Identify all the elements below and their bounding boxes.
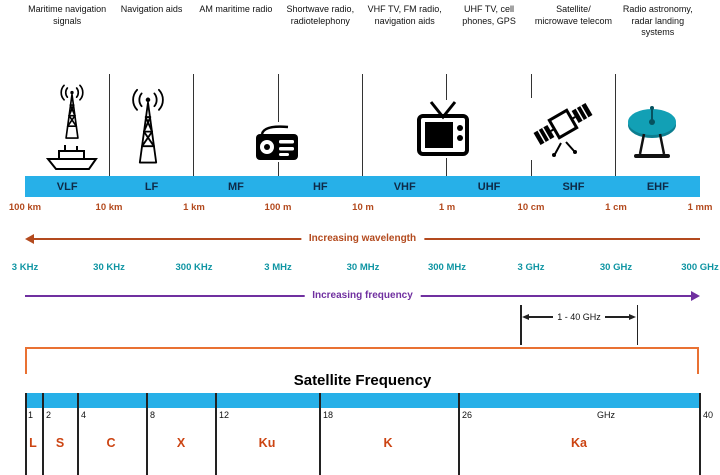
band-code: LF	[144, 180, 159, 193]
wavelength-tick: 1 km	[183, 202, 205, 213]
bracket-line	[520, 305, 522, 345]
frequency-tick: 3 GHz	[517, 262, 545, 273]
frequency-scale: 3 KHz 30 KHz 300 KHz 3 MHz 30 MHz 300 MH…	[12, 262, 719, 274]
band-code: EHF	[646, 180, 669, 193]
television-icon	[416, 100, 470, 158]
wavelength-tick: 100 m	[264, 202, 292, 213]
dish-antenna-icon	[625, 104, 679, 164]
band-use-headers: Maritime navigation signals Navigation a…	[25, 4, 700, 39]
band-use-label: UHF TV, cell phones, GPS	[462, 4, 516, 26]
band-use-label: Radio astronomy, radar landing systems	[622, 4, 693, 38]
column-divider	[193, 74, 194, 176]
ghz-tick-label: 4	[81, 410, 87, 420]
frequency-tick: 300 GHz	[681, 262, 719, 273]
band-code-bar: VLF LF MF HF VHF UHF SHF EHF	[25, 176, 700, 197]
band-code: SHF	[562, 180, 585, 193]
arrow-label: Increasing wavelength	[300, 233, 425, 245]
band-use-label: AM maritime radio	[199, 4, 273, 14]
expansion-bracket	[25, 347, 699, 374]
arrow-label: Increasing frequency	[304, 290, 421, 302]
tick-line	[215, 393, 217, 475]
frequency-tick: 300 KHz	[175, 262, 213, 273]
wavelength-tick: 10 cm	[517, 202, 545, 213]
band-use-label: Shortwave radio, radiotelephony	[286, 4, 355, 26]
frequency-tick: 30 GHz	[599, 262, 633, 273]
tick-line	[699, 393, 701, 475]
satellite-band-letter: S	[55, 436, 65, 450]
bracket-line	[636, 305, 638, 345]
bracket-label: 1 - 40 GHz	[557, 312, 601, 322]
arrow-head-right-icon	[691, 291, 700, 301]
wavelength-tick: 10 km	[95, 202, 123, 213]
increasing-wavelength-arrow: Increasing wavelength	[25, 233, 700, 245]
band-code: MF	[227, 180, 244, 193]
column-divider	[362, 74, 363, 176]
frequency-tick: 30 KHz	[93, 262, 125, 273]
frequency-tick: 30 MHz	[346, 262, 380, 273]
ghz-tick-label: 18	[323, 410, 334, 420]
bracket-line	[529, 316, 554, 318]
satellite-band-letter: K	[383, 436, 393, 450]
arrow-head-left-icon	[25, 234, 34, 244]
arrow-head-left-icon	[522, 314, 529, 320]
frequency-tick: 3 KHz	[11, 262, 39, 273]
tick-line	[77, 393, 79, 475]
frequency-tick: 300 MHz	[427, 262, 467, 273]
wavelength-tick: 10 m	[352, 202, 374, 213]
band-use-label: Navigation aids	[120, 4, 183, 14]
satellite-icon	[531, 98, 595, 160]
satellite-band-letter: X	[176, 436, 186, 450]
satellite-band-letter: Ku	[258, 436, 276, 450]
band-code: HF	[312, 180, 328, 193]
wavelength-tick: 100 km	[8, 202, 42, 213]
column-divider	[615, 74, 616, 176]
wavelength-scale: 100 km 10 km 1 km 100 m 10 m 1 m 10 cm 1…	[9, 202, 713, 214]
band-use-label: VHF TV, FM radio, navigation aids	[367, 4, 442, 26]
satellite-band-letter: L	[29, 436, 37, 450]
band-use-label: Maritime navigation signals	[28, 4, 107, 26]
tick-line	[146, 393, 148, 475]
tick-line	[25, 393, 27, 475]
radio-tower-icon	[128, 88, 168, 168]
ghz-tick-label: 8	[150, 410, 156, 420]
ghz-tick-label: 26	[462, 410, 473, 420]
radio-tower-icon	[54, 84, 90, 142]
arrow-head-right-icon	[629, 314, 637, 320]
wavelength-tick: 1 mm	[687, 202, 713, 213]
wavelength-tick: 1 cm	[605, 202, 627, 213]
band-code: VHF	[393, 180, 416, 193]
band-code: UHF	[477, 180, 501, 193]
satellite-frequency-grid: 1 2 4 8 12 18 26 40 GHz L S C X Ku K Ka	[25, 393, 713, 475]
satellite-band-letter: Ka	[571, 436, 587, 450]
ghz-tick-label: 12	[219, 410, 230, 420]
portable-radio-icon	[254, 122, 300, 162]
bracket-line	[604, 316, 630, 318]
ghz-tick-label: 2	[46, 410, 52, 420]
band-code: VLF	[56, 180, 78, 193]
satellite-chart-title: Satellite Frequency	[293, 372, 432, 389]
bracket-inner: 1 - 40 GHz	[522, 312, 637, 322]
column-divider	[109, 74, 110, 176]
ghz-tick-label: 1	[28, 410, 34, 420]
wavelength-tick: 1 m	[438, 202, 456, 213]
tick-line	[319, 393, 321, 475]
tick-line	[42, 393, 44, 475]
satellite-band-letter: C	[106, 436, 116, 450]
ghz-tick-label: 40	[703, 410, 714, 420]
ghz-unit-label: GHz	[597, 410, 615, 420]
frequency-tick: 3 MHz	[264, 262, 292, 273]
increasing-frequency-arrow: Increasing frequency	[25, 290, 700, 302]
band-use-label: Satellite/ microwave telecom	[534, 4, 612, 26]
ship-icon	[45, 142, 98, 172]
tick-line	[458, 393, 460, 475]
ghz-range-bracket: 1 - 40 GHz	[520, 305, 638, 345]
satellite-frequency-bar	[25, 393, 700, 408]
